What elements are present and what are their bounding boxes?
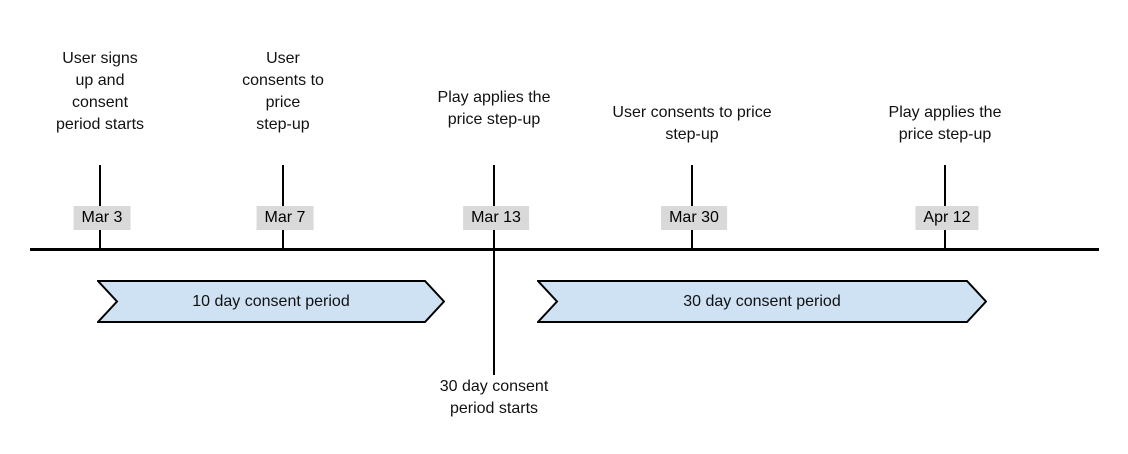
- period-arrow-30-day: 30 day consent period: [537, 280, 987, 323]
- period-label-30-day: 30 day consent period: [683, 292, 841, 310]
- period-arrow-shape: [97, 280, 445, 323]
- period-arrow-10-day: 10 day consent period: [97, 280, 445, 323]
- chevron-banner-outline: [537, 280, 987, 323]
- event-label-consent-2: User consents to price step-up: [612, 104, 772, 143]
- event-label-signup: User signs up and consent period starts: [55, 50, 145, 133]
- timeline-axis: [30, 248, 1099, 251]
- chevron-banner-outline: [97, 280, 445, 323]
- period-arrow-shape: [537, 280, 987, 323]
- date-badge-apr12: Apr 12: [915, 206, 979, 230]
- date-badge-mar30: Mar 30: [661, 206, 727, 230]
- event-label-apply-1: Play applies the price step-up: [437, 89, 551, 128]
- date-badge-mar13: Mar 13: [463, 206, 529, 230]
- date-badge-mar3: Mar 3: [73, 206, 131, 230]
- event-tick-mar13: [493, 165, 495, 375]
- chevron-banner-shape: [538, 281, 986, 322]
- chevron-banner-shape: [98, 281, 444, 322]
- event-label-apply-2: Play applies the price step-up: [888, 104, 1002, 143]
- event-label-consent-1: User consents to price step-up: [242, 50, 324, 133]
- period-label-10-day: 10 day consent period: [192, 292, 350, 310]
- footnote-30-day-period-starts: 30 day consent period starts: [439, 378, 549, 417]
- date-badge-mar7: Mar 7: [256, 206, 314, 230]
